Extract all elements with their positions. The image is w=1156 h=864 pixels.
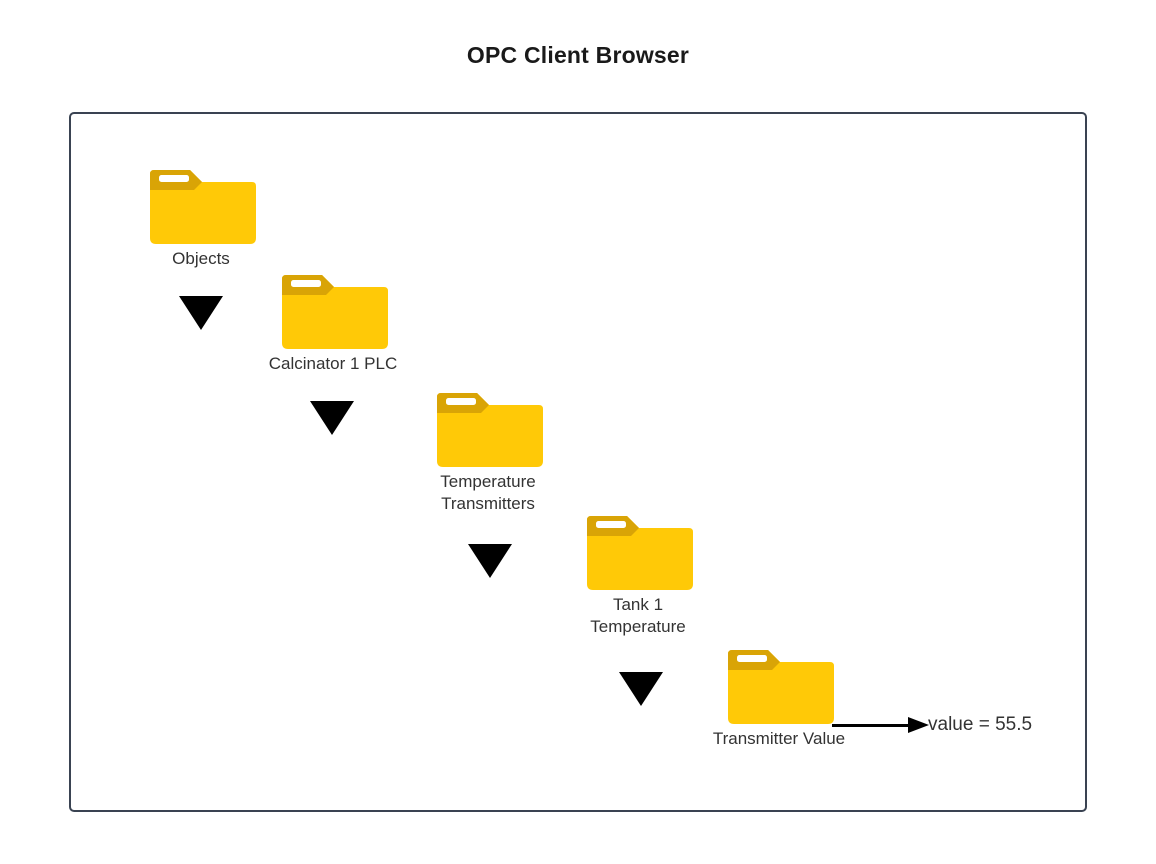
tree-node-label: Tank 1 Temperature [590, 595, 686, 636]
tree-node-objects[interactable]: Objects [146, 162, 256, 268]
folder-icon [724, 642, 834, 726]
tree-node-tank-1-temperature[interactable]: Tank 1 Temperature [583, 508, 693, 636]
value-annotation: value = 55.5 [928, 714, 1033, 735]
arrow-down-icon [179, 296, 223, 330]
page-title: OPC Client Browser [466, 42, 690, 68]
tree-node-calcinator-1-plc[interactable]: Calcinator 1 PLC [269, 267, 397, 373]
tree-node-label: Objects [172, 249, 230, 268]
tree-node-label: Calcinator 1 PLC [268, 354, 398, 373]
tree-node-transmitter-value[interactable]: Transmitter Value [713, 642, 845, 748]
diagram-frame: Objects Calcinator 1 PLC Temperature Tra… [69, 112, 1087, 812]
folder-icon [583, 508, 693, 592]
folder-icon [278, 267, 388, 351]
arrow-right-icon [832, 715, 930, 735]
arrow-down-icon [619, 672, 663, 706]
arrow-shaft [832, 724, 910, 727]
tree-node-label: Transmitter Value [712, 729, 846, 748]
folder-icon [146, 162, 256, 246]
tree-node-label: Temperature Transmitters [440, 472, 536, 513]
folder-icon [433, 385, 543, 469]
tree-node-temperature-transmitters[interactable]: Temperature Transmitters [433, 385, 543, 513]
arrow-head [908, 717, 929, 733]
arrow-down-icon [310, 401, 354, 435]
arrow-down-icon [468, 544, 512, 578]
